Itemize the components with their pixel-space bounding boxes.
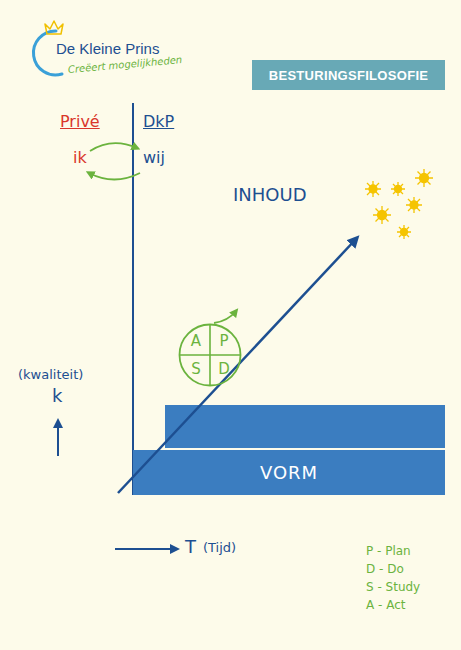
upper-band: [165, 405, 445, 448]
legend-entry: P - Plan: [366, 544, 411, 558]
circle-outline: [180, 325, 241, 386]
cycle-letter: A: [191, 332, 201, 350]
axis-arrow: [115, 548, 176, 550]
pdsa-circle: APSD: [178, 323, 242, 387]
cycle-letter: P: [219, 332, 228, 350]
axis-symbol: T: [185, 536, 196, 558]
quadrant-divider: [180, 325, 241, 386]
logo-name: De Kleine Prins: [56, 40, 159, 58]
cycle-letter: S: [191, 360, 201, 378]
legend-entry: A - Act: [366, 598, 405, 612]
form-band: VORM: [133, 450, 445, 495]
growth-arrow: [118, 239, 356, 493]
axis-symbol: k: [52, 385, 62, 407]
axis-label: (kwaliteit): [18, 367, 83, 383]
title-banner: BESTURINGSFILOSOFIE: [252, 60, 445, 90]
legend-entry: S - Study: [366, 580, 420, 594]
axis-label: (Tijd): [203, 540, 236, 556]
legend-entry: D - Do: [366, 562, 404, 576]
title-text: BESTURINGSFILOSOFIE: [269, 68, 429, 83]
logo-crown: [45, 21, 63, 34]
cycle-arrow: [89, 173, 140, 180]
column-heading: DkP: [143, 112, 174, 131]
circle-outline: [178, 323, 242, 387]
band-text: VORM: [260, 462, 318, 484]
pronoun-label: wij: [143, 148, 165, 167]
cycle-letter: D: [218, 360, 230, 378]
logo-tagline: Creëert mogelijkheden: [67, 54, 182, 76]
cycle-arrow: [214, 311, 236, 323]
column-heading: Privé: [60, 112, 100, 131]
sun-cluster: [365, 169, 433, 239]
cycle-arrow: [90, 143, 137, 151]
lower-band: [133, 450, 445, 495]
axis-arrow: [57, 422, 59, 456]
axis-line: [132, 103, 134, 495]
axis-label: INHOUD: [233, 184, 307, 206]
pronoun-label: ik: [73, 148, 87, 167]
